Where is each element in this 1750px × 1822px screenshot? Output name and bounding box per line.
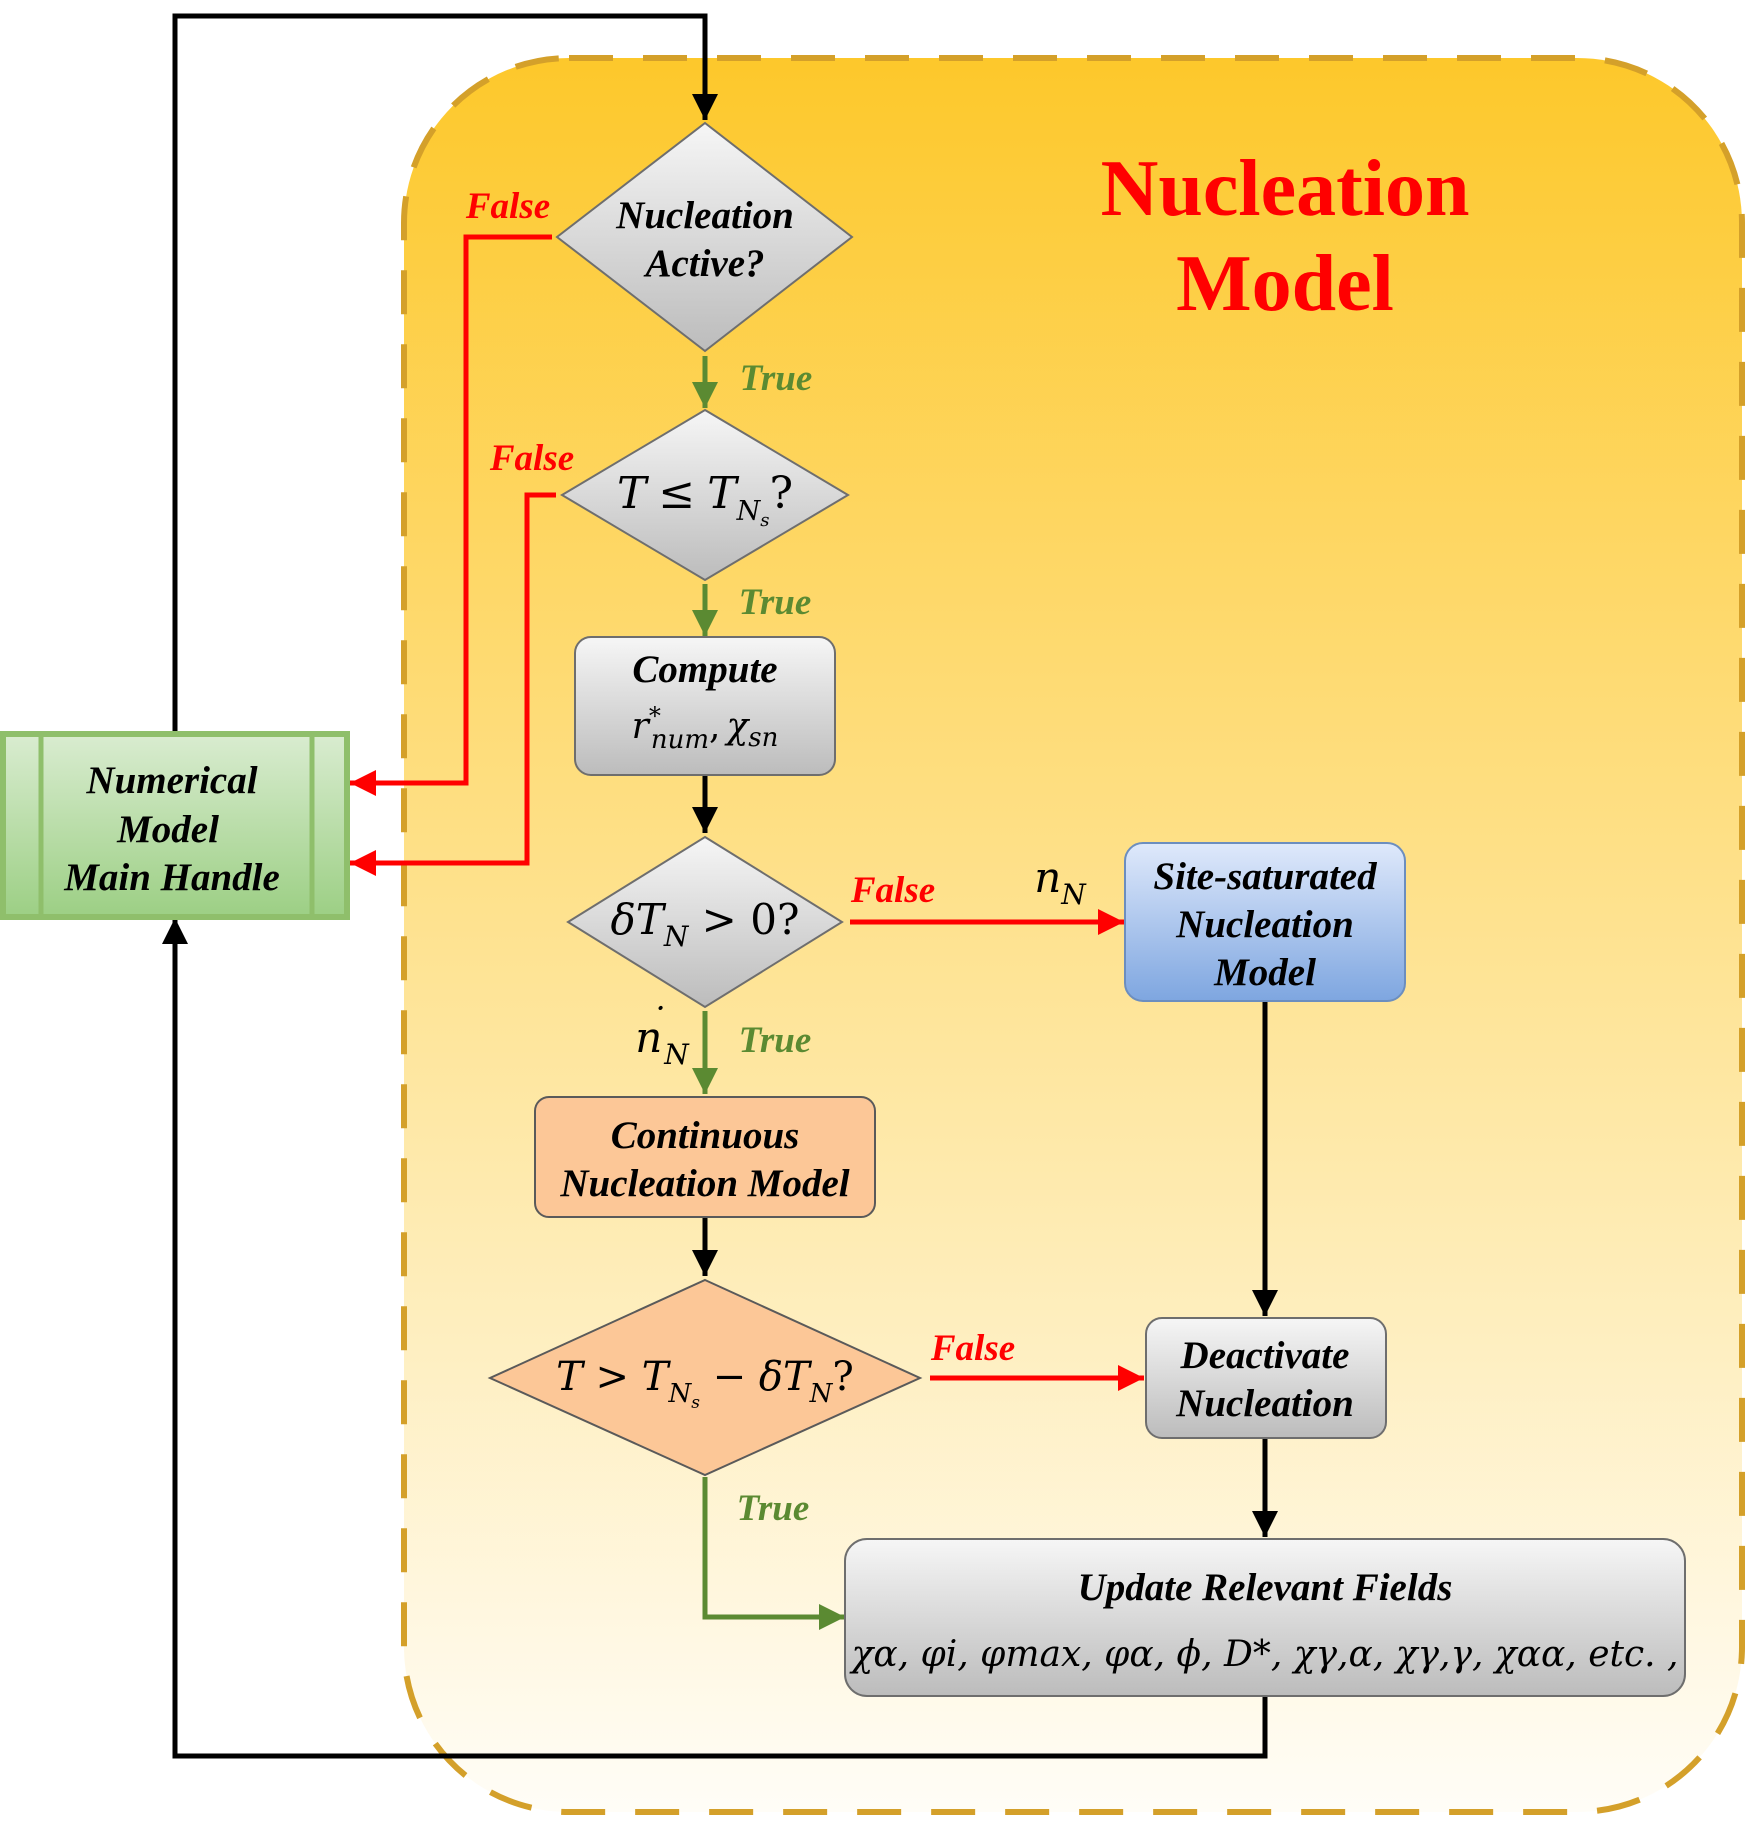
compute-title: Compute: [632, 648, 777, 691]
temp-range-b: − δT: [700, 1354, 813, 1400]
nucleation-title-line2: Model: [1176, 240, 1394, 328]
label-false-2: False: [489, 438, 574, 479]
label-false-3: False: [850, 870, 935, 911]
label-false-4: False: [930, 1328, 1015, 1369]
nucleation-active-decision: Nucleation Active?: [555, 121, 854, 353]
nucleation-active-line1: Nucleation: [615, 194, 794, 237]
temp-range-sub2: N: [809, 1379, 834, 1409]
compute-formula: r*num,χsn: [632, 702, 779, 755]
temp-check-sub: N: [736, 496, 762, 527]
edge-false-nucleation-active: [350, 234, 552, 796]
temp-range-q: ?: [832, 1354, 853, 1400]
deactivate-node: Deactivate Nucleation: [1145, 1317, 1387, 1439]
compute-r-sup: *: [649, 702, 661, 730]
label-true-4: True: [737, 1488, 810, 1529]
site-saturated-line2: Nucleation: [1175, 903, 1354, 946]
deactivate-line2: Nucleation: [1175, 1382, 1354, 1425]
continuous-line1: Continuous: [611, 1114, 800, 1157]
site-saturated-node: Site-saturated Nucleation Model: [1124, 842, 1406, 1002]
label-nN: nN: [1034, 853, 1087, 911]
main-handle-line3: Main Handle: [63, 856, 280, 899]
update-fields: χα, φi, φmax, φα, ϕ, D*, χγ,α, χγ,γ, χαα…: [849, 1634, 1679, 1675]
temp-range-decision: T > TNs − δTN?: [487, 1278, 923, 1477]
compute-r-sub: num: [651, 725, 709, 755]
nucleation-active-line2: Active?: [642, 242, 764, 285]
compute-chi: χ: [723, 706, 750, 747]
temp-check-le: ≤: [658, 468, 695, 519]
temp-check-TN: T: [707, 468, 740, 519]
main-handle-line1: Numerical: [85, 759, 257, 802]
delta-check-label: δTN > 0?: [611, 895, 800, 953]
update-node: Update Relevant Fields χα, φi, φmax, φα,…: [844, 1538, 1686, 1697]
deactivate-line1: Deactivate: [1180, 1334, 1350, 1377]
main-handle-node: Numerical Model Main Handle: [0, 731, 350, 920]
delta-check-decision: δTN > 0?: [566, 835, 844, 1009]
compute-r: r: [632, 706, 651, 747]
temp-check-q: ?: [769, 468, 793, 519]
label-true-2: True: [739, 582, 812, 623]
continuous-line2: Nucleation Model: [559, 1162, 849, 1205]
temp-range-a: T > T: [556, 1354, 672, 1400]
temp-check-decision: T≤TNs?: [560, 408, 850, 582]
label-nN-sub: N: [1060, 878, 1087, 911]
label-ndotN-dot: ˙: [648, 1002, 666, 1043]
edge-update-to-main-handle: [162, 918, 1268, 1759]
edge-true-range-check: [702, 1477, 845, 1630]
temp-check-T: T: [617, 468, 650, 519]
update-title: Update Relevant Fields: [1078, 1566, 1453, 1609]
edge-main-to-nucleation-active: [172, 13, 718, 733]
compute-chi-sub: sn: [748, 723, 778, 753]
site-saturated-line3: Model: [1213, 951, 1316, 994]
delta-check-rest: > 0?: [688, 895, 799, 944]
site-saturated-line1: Site-saturated: [1153, 855, 1377, 898]
temp-range-label: T > TNs − δTN?: [556, 1354, 854, 1413]
label-ndotN-n: n: [635, 1013, 662, 1062]
temp-range-sub: N: [667, 1379, 692, 1409]
temp-check-label: T≤TNs?: [617, 468, 793, 531]
label-true-1: True: [740, 358, 813, 399]
temp-range-subsub: s: [691, 1393, 700, 1413]
temp-check-subsub: s: [760, 510, 769, 531]
nucleation-title-line1: Nucleation: [1101, 145, 1470, 233]
delta-check-delta: δT: [611, 895, 667, 944]
compute-node: Compute r*num,χsn: [574, 636, 836, 776]
label-ndotN: n˙N: [635, 1002, 690, 1071]
edge-false-temp-check: [350, 492, 556, 876]
delta-check-sub: N: [663, 920, 690, 953]
compute-sep: ,: [709, 706, 720, 747]
label-false-1: False: [465, 186, 550, 227]
label-ndotN-sub: N: [663, 1038, 690, 1071]
continuous-node: Continuous Nucleation Model: [534, 1096, 876, 1218]
label-nN-n: n: [1034, 853, 1061, 902]
label-true-3: True: [739, 1020, 812, 1061]
main-handle-line2: Model: [116, 808, 219, 851]
